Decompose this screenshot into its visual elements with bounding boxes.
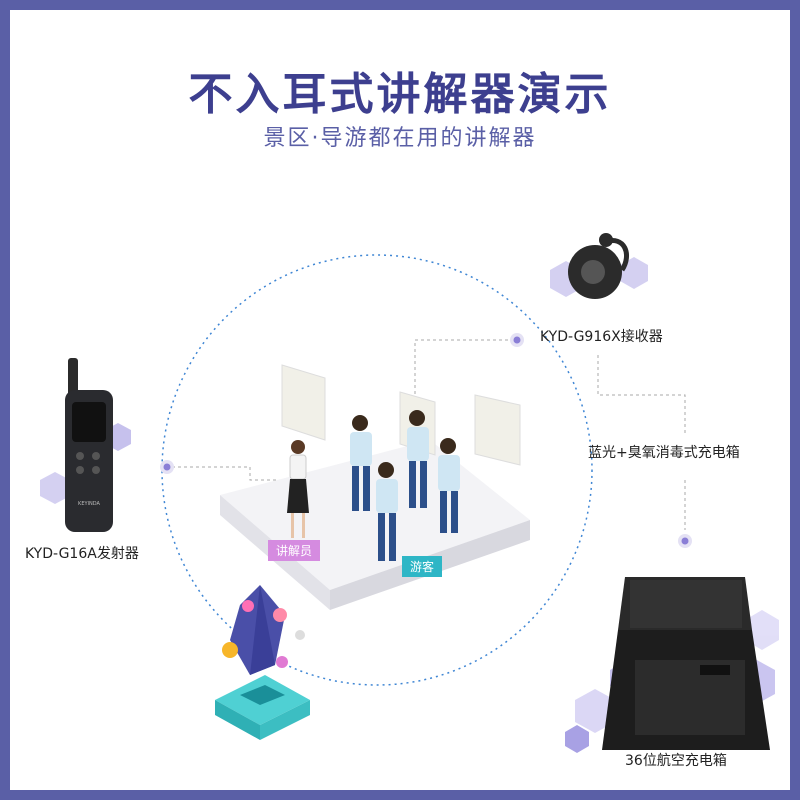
charging-case-label: 36位航空充电箱: [625, 753, 727, 769]
charging-case-device: [602, 577, 770, 750]
connector-lines: [160, 339, 686, 530]
page-title: 不入耳式讲解器演示: [188, 69, 612, 120]
transmitter-device: KEYINDA: [40, 358, 131, 532]
transmitter-brand-text: KEYINDA: [78, 501, 100, 507]
transmitter-label: KYD-G16A发射器: [25, 546, 139, 562]
crystal-decoration: [215, 585, 310, 740]
disinfect-box-label: 蓝光+臭氧消毒式充电箱: [588, 445, 740, 461]
node-dots: [160, 333, 692, 548]
exhibit-platform: [220, 440, 530, 610]
receiver-label: KYD-G916X接收器: [540, 329, 663, 345]
receiver-device: [550, 233, 648, 299]
illustration: KEYINDA: [40, 233, 779, 753]
tourist-figures: [350, 410, 460, 561]
guide-figure: [287, 440, 309, 538]
page-subtitle: 景区·导游都在用的讲解器: [263, 126, 537, 151]
signal-ring: [161, 254, 593, 686]
guide-tag: 讲解员: [268, 540, 321, 561]
tourist-tag: 游客: [402, 556, 443, 577]
